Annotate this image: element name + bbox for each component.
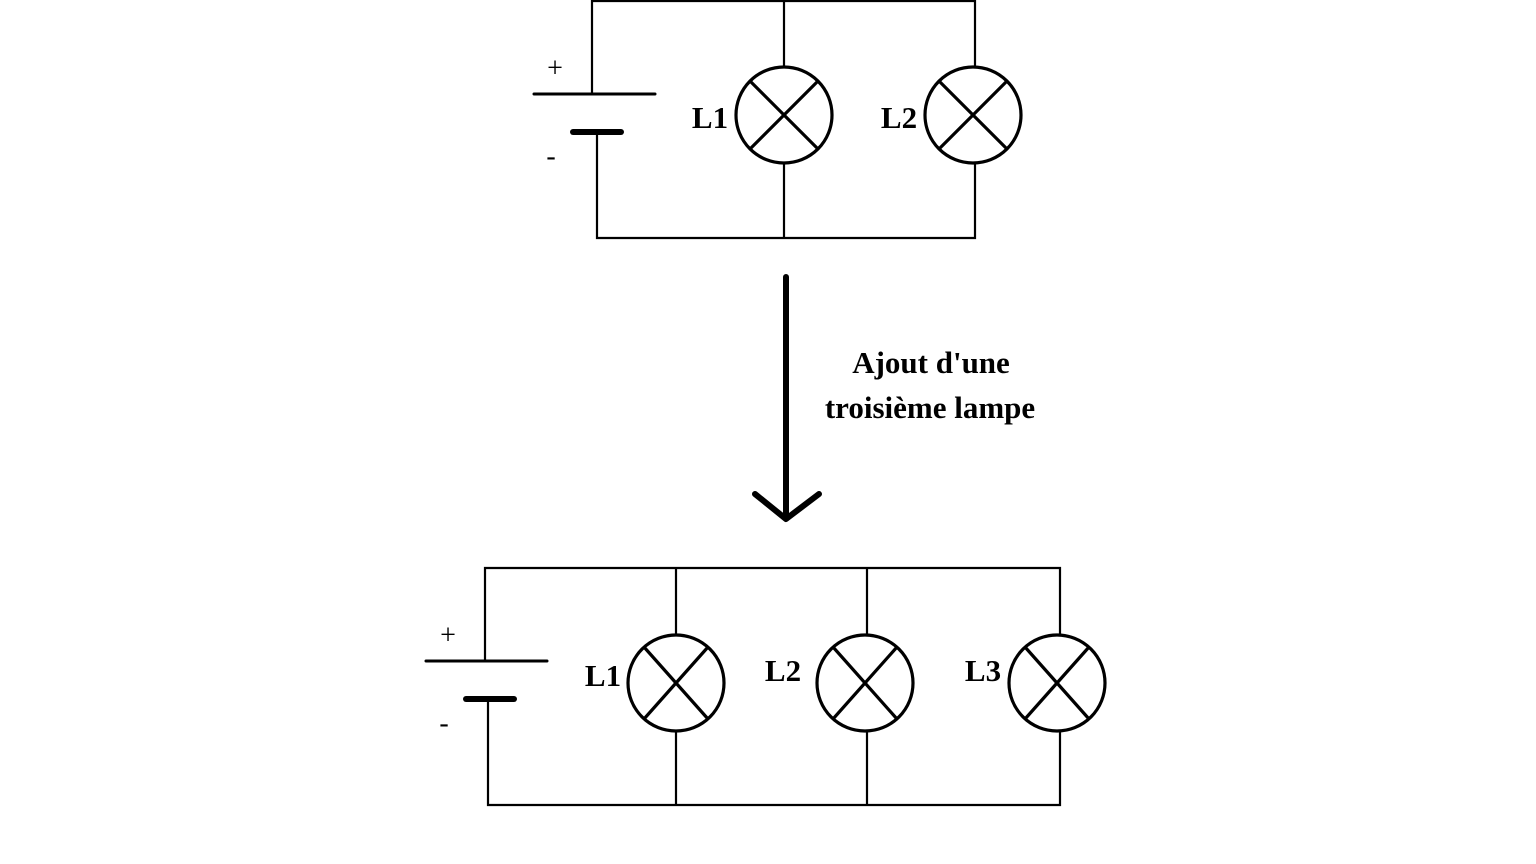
lamp-l2: L2: [881, 65, 1023, 165]
battery: + -: [532, 53, 657, 172]
lamp-l1: L1: [585, 633, 726, 733]
lamp-l2-cross-b: [937, 79, 1009, 151]
circuit-two-lamps: + - L1 L2: [532, 0, 1023, 240]
lamp-l3: L3: [965, 633, 1107, 733]
lamp-l2-cross-b: [831, 645, 899, 721]
positive-sign: +: [440, 620, 456, 651]
negative-sign: -: [546, 141, 555, 172]
lamp-l3-cross-b: [1023, 645, 1091, 721]
down-arrow-icon: [752, 274, 822, 522]
lamp-l1: L1: [692, 65, 834, 165]
wires: [483, 566, 1062, 807]
lamp-l1-label: L1: [692, 100, 728, 135]
lamp-l2-label: L2: [765, 653, 801, 688]
lamp-l1-cross-b: [642, 645, 710, 721]
transition: Ajout d'une troisième lampe: [752, 274, 1035, 522]
caption-line-1: Ajout d'une: [852, 345, 1010, 380]
battery: + -: [424, 620, 549, 739]
wire-bottom-rail: [486, 699, 1062, 807]
positive-sign: +: [547, 53, 563, 84]
lamp-l1-label: L1: [585, 658, 621, 693]
lamp-l2-label: L2: [881, 100, 917, 135]
wire-top-rail: [483, 566, 1062, 661]
caption-line-2: troisième lampe: [825, 390, 1035, 425]
lamp-l2: L2: [765, 633, 915, 733]
wires: [590, 0, 977, 240]
circuit-three-lamps: + - L1 L2 L3: [424, 566, 1107, 807]
lamp-l3-label: L3: [965, 653, 1001, 688]
negative-sign: -: [439, 708, 448, 739]
wire-bottom-rail: [595, 131, 977, 240]
lamp-l1-cross-b: [748, 79, 820, 151]
